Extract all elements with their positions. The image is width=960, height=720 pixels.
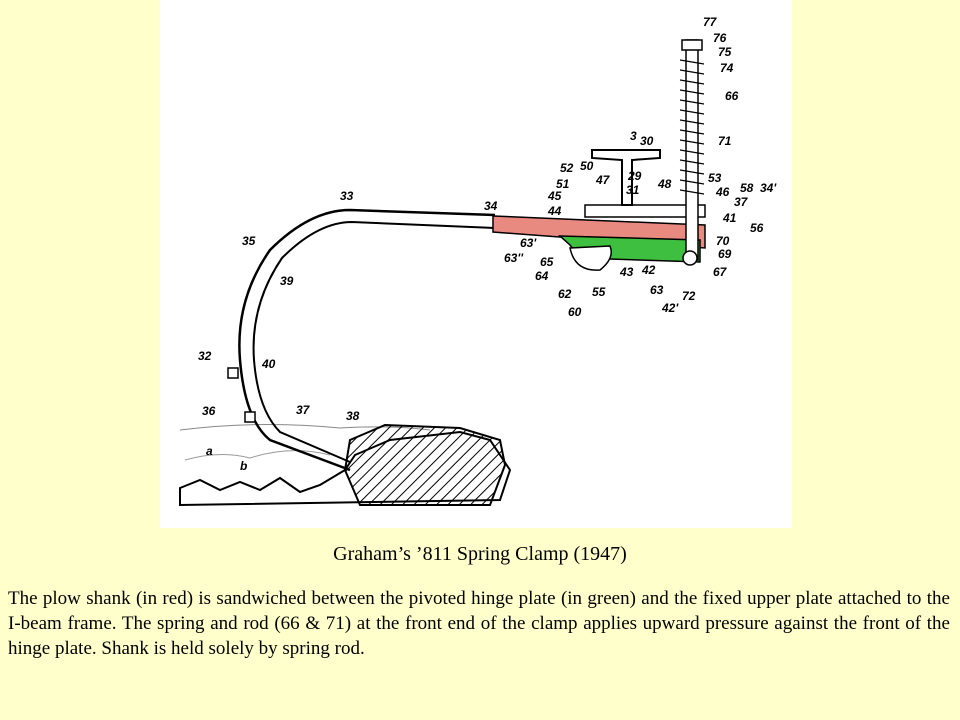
patent-figure: 77 76 75 74 66 71 3 30 29 48 53 46 58 34… [160,0,792,528]
svg-text:50: 50 [580,159,594,173]
svg-text:46: 46 [715,185,730,199]
svg-text:53: 53 [708,171,722,185]
svg-text:69: 69 [718,247,732,261]
svg-text:45: 45 [547,189,562,203]
svg-text:62: 62 [558,287,572,301]
svg-text:44: 44 [547,204,562,218]
svg-text:31: 31 [626,183,640,197]
svg-text:37: 37 [296,403,311,417]
svg-text:66: 66 [725,89,739,103]
svg-text:58: 58 [740,181,754,195]
svg-text:65: 65 [540,255,554,269]
svg-text:63'': 63'' [504,251,524,265]
svg-text:34': 34' [760,181,777,195]
svg-text:3: 3 [630,129,637,143]
svg-text:52: 52 [560,161,574,175]
svg-text:72: 72 [682,289,696,303]
svg-text:71: 71 [718,134,732,148]
svg-text:32: 32 [198,349,212,363]
svg-text:48: 48 [657,177,672,191]
svg-text:51: 51 [556,177,570,191]
svg-text:33: 33 [340,189,354,203]
svg-text:60: 60 [568,305,582,319]
svg-text:29: 29 [627,169,642,183]
svg-text:39: 39 [280,274,294,288]
svg-text:55: 55 [592,285,606,299]
svg-text:64: 64 [535,269,549,283]
svg-text:36: 36 [202,404,216,418]
svg-text:b: b [240,459,247,473]
svg-text:43: 43 [619,265,634,279]
svg-text:47: 47 [595,173,611,187]
svg-text:35: 35 [242,234,256,248]
figure-description: The plow shank (in red) is sandwiched be… [8,588,950,659]
svg-text:41: 41 [722,211,737,225]
svg-text:40: 40 [261,357,276,371]
svg-text:70: 70 [716,234,730,248]
figure-caption: Graham’s ’811 Spring Clamp (1947) [333,543,627,565]
svg-text:56: 56 [750,221,764,235]
svg-text:42': 42' [661,301,679,315]
svg-text:38: 38 [346,409,360,423]
svg-text:34: 34 [484,199,498,213]
svg-text:76: 76 [713,31,727,45]
svg-text:a: a [206,444,213,458]
svg-text:42: 42 [641,263,656,277]
svg-text:67: 67 [713,265,728,279]
plow-clamp-drawing: 77 76 75 74 66 71 3 30 29 48 53 46 58 34… [179,15,777,507]
svg-text:75: 75 [718,45,732,59]
svg-text:30: 30 [640,134,654,148]
svg-text:63: 63 [650,283,664,297]
svg-text:37: 37 [734,195,749,209]
svg-text:74: 74 [720,61,734,75]
svg-text:63': 63' [520,236,537,250]
svg-text:77: 77 [703,15,718,29]
